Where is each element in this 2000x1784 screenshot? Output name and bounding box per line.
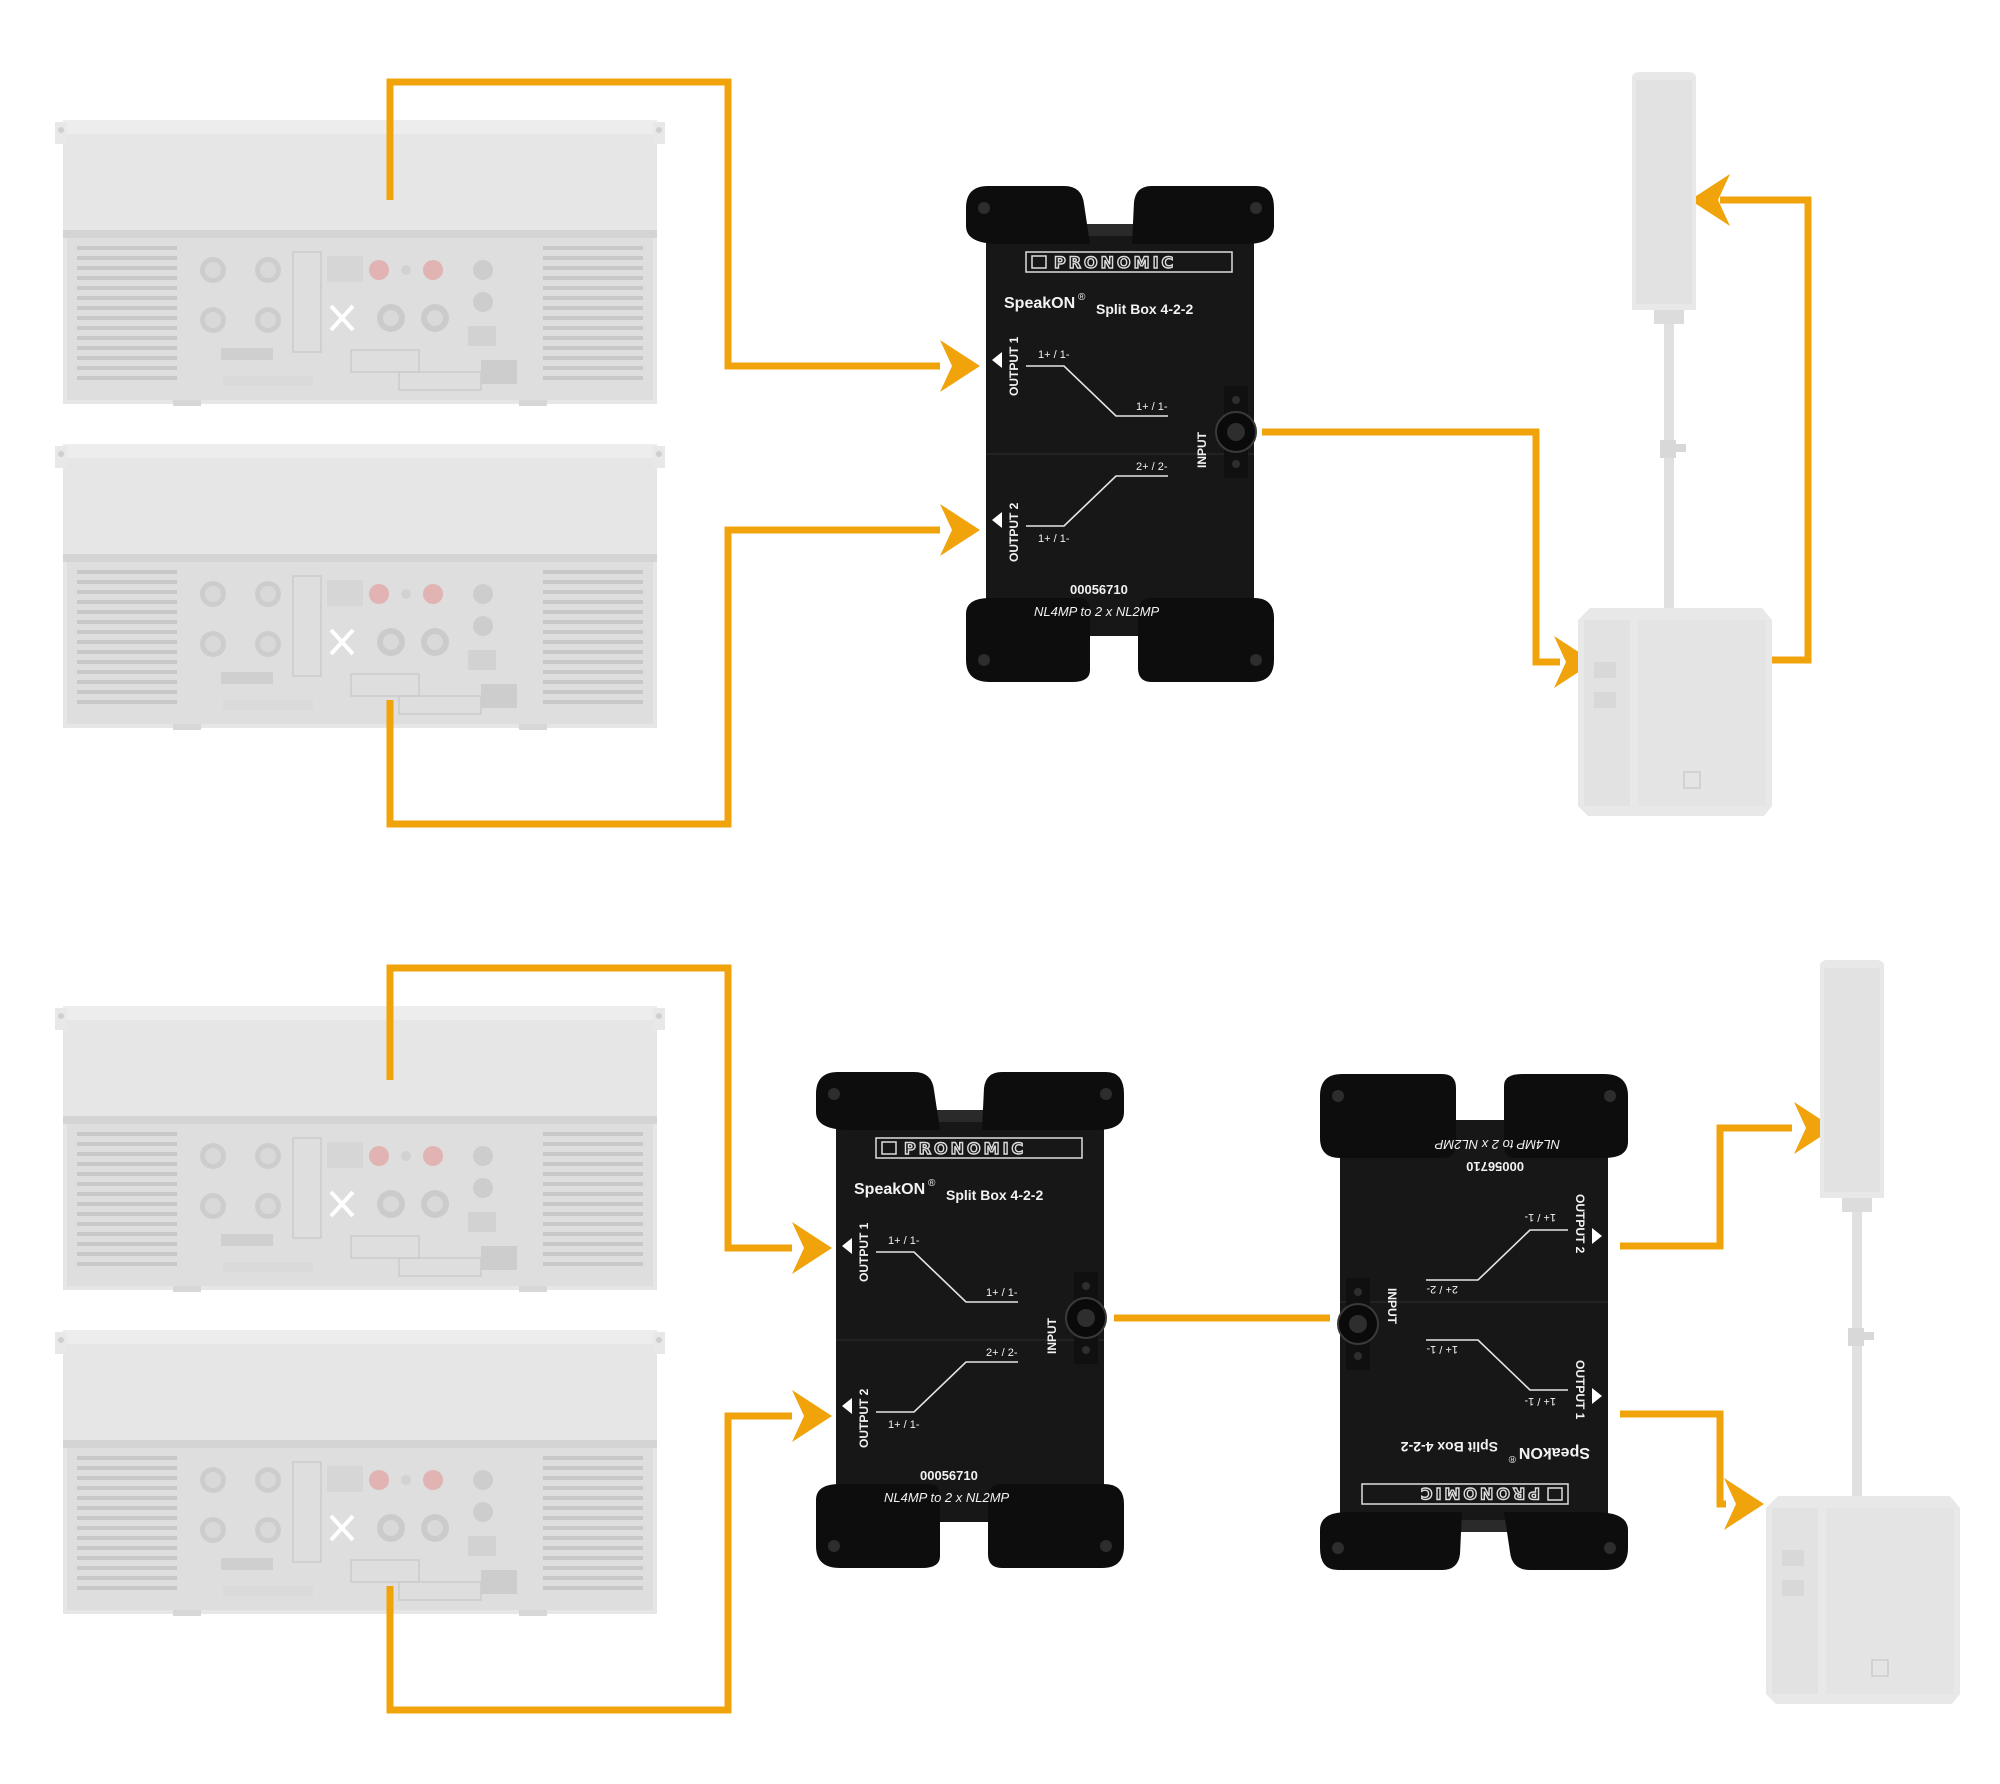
pin-label-output-2-in: 2+ / 2- bbox=[986, 1347, 1018, 1359]
cable-speaker-loop-top bbox=[1720, 196, 1812, 664]
brand-name: PRONOMIC bbox=[1418, 1484, 1540, 1503]
cable-input-to-speaker-top bbox=[1262, 428, 1560, 666]
arrow-output-2-bottom bbox=[792, 1390, 832, 1442]
split-box-bottom-right: PRONOMIC SpeakON® Split Box 4-2-2 OUTPUT 1 O… bbox=[1319, 1073, 1629, 1571]
product-name: SpeakON bbox=[854, 1181, 925, 1198]
article-number: 00056710 bbox=[1070, 582, 1128, 597]
brand-name: PRONOMIC bbox=[1054, 253, 1176, 272]
arrow-output-2-top bbox=[940, 504, 980, 556]
brand-name: PRONOMIC bbox=[904, 1139, 1026, 1158]
output-1-label: OUTPUT 1 bbox=[1573, 1360, 1587, 1420]
pin-label-output-2-in: 2+ / 2- bbox=[1136, 461, 1168, 473]
pin-label-output-1-out: 1+ / 1- bbox=[986, 1287, 1018, 1299]
model-name: Split Box 4-2-2 bbox=[1401, 1439, 1498, 1455]
output-2-label: OUTPUT 2 bbox=[1573, 1194, 1587, 1254]
cable-output-1-to-subwoofer-bottom bbox=[1620, 1410, 1726, 1508]
pin-label-output-2-out: 1+ / 1- bbox=[1038, 533, 1070, 545]
amplifier-2-top bbox=[53, 442, 667, 732]
pin-label-output-1-in: 1+ / 1- bbox=[888, 1235, 920, 1247]
article-number: 00056710 bbox=[920, 1468, 978, 1483]
connector-description: NL4MP to 2 x NL2MP bbox=[1034, 604, 1160, 619]
input-label: INPUT bbox=[1045, 1317, 1059, 1354]
amplifier-2-bottom bbox=[53, 1328, 667, 1618]
connector-description: NL4MP to 2 x NL2MP bbox=[1434, 1137, 1560, 1152]
arrow-to-subwoofer-top bbox=[1554, 636, 1594, 688]
arrow-to-column-top bbox=[1690, 174, 1730, 226]
pin-label-output-2-out: 1+ / 1- bbox=[888, 1419, 920, 1431]
column-speaker-top bbox=[1577, 71, 1773, 817]
model-name: Split Box 4-2-2 bbox=[946, 1187, 1043, 1203]
column-speaker-bottom bbox=[1765, 959, 1961, 1705]
registered-mark: ® bbox=[928, 1178, 936, 1189]
input-label: INPUT bbox=[1385, 1288, 1399, 1325]
arrow-output-1-bottom bbox=[792, 1222, 832, 1274]
output-1-label: OUTPUT 1 bbox=[857, 1222, 871, 1282]
output-2-label: OUTPUT 2 bbox=[1007, 502, 1021, 562]
product-name: SpeakON bbox=[1004, 295, 1075, 312]
amplifier-1-top bbox=[53, 118, 667, 408]
pin-label-output-2-out: 1+ / 1- bbox=[1524, 1211, 1556, 1223]
amplifier-1-bottom bbox=[53, 1004, 667, 1294]
pin-label-output-1-out: 1+ / 1- bbox=[1136, 401, 1168, 413]
cable-output-2-to-column-bottom bbox=[1620, 1124, 1792, 1250]
pin-label-output-2-in: 2+ / 2- bbox=[1426, 1283, 1458, 1295]
connector-description: NL4MP to 2 x NL2MP bbox=[884, 1490, 1010, 1505]
pin-label-output-1-out: 1+ / 1- bbox=[1426, 1343, 1458, 1355]
model-name: Split Box 4-2-2 bbox=[1096, 301, 1193, 317]
output-1-label: OUTPUT 1 bbox=[1007, 336, 1021, 396]
registered-mark: ® bbox=[1508, 1453, 1516, 1464]
arrow-to-subwoofer-bottom bbox=[1724, 1478, 1764, 1530]
registered-mark: ® bbox=[1078, 292, 1086, 303]
input-label: INPUT bbox=[1195, 431, 1209, 468]
cable-amp2-to-output-2-bottom bbox=[386, 1412, 792, 1714]
cable-amp1-to-output-1-bottom bbox=[386, 964, 792, 1252]
cable-amp1-to-output-1-top bbox=[386, 78, 940, 370]
arrow-output-1-top bbox=[940, 340, 980, 392]
article-number: 00056710 bbox=[1466, 1159, 1524, 1174]
pin-label-output-1-in: 1+ / 1- bbox=[1524, 1395, 1556, 1407]
pin-label-output-1-in: 1+ / 1- bbox=[1038, 349, 1070, 361]
cable-amp2-to-output-2-top bbox=[386, 526, 940, 828]
product-name: SpeakON bbox=[1519, 1444, 1590, 1461]
arrow-to-column-bottom bbox=[1794, 1102, 1834, 1154]
output-2-label: OUTPUT 2 bbox=[857, 1388, 871, 1448]
